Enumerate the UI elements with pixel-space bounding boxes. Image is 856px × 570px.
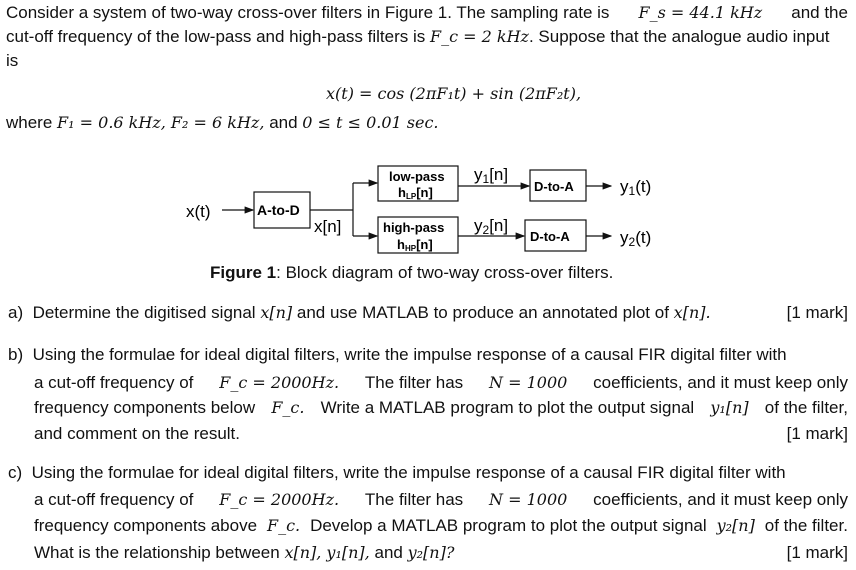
math: N = 1000 [489,490,568,509]
caption-label: Figure 1 [210,263,277,282]
highpass-box [377,216,459,254]
mark-c: [1 mark] [786,543,848,562]
text: . Suppose that the analogue audio input [528,27,830,46]
label-hlp: hLP[n] [398,185,433,201]
question-b-line-3: frequency components below F_c. Write a MA… [34,398,848,418]
math: x[n] [260,303,293,322]
text: coefficients, and it must keep only [593,373,848,392]
text: Using the formulae for ideal digital fil… [31,463,786,482]
label-y1n: y1[n] [474,165,508,186]
text: and use MATLAB to produce an annotated p… [296,303,669,322]
intro-line-3: is [6,51,19,70]
math: y₁[n] [710,398,749,417]
label-dac1: D-to-A [534,179,574,194]
text: and [269,113,298,132]
label-highpass: high-pass [383,220,444,235]
label-input: x(t) [186,202,211,221]
math: F_c = 2000Hz. [219,373,340,392]
label-y2t: y2(t) [620,228,651,249]
math: F₁ = 0.6 kHz, F₂ = 6 kHz, [57,113,265,132]
label: a) [8,303,24,322]
math: 0 ≤ t ≤ 0.01 sec. [302,113,439,132]
label-y2n: y2[n] [474,216,508,237]
text: and [374,543,403,562]
question-b-line-1: b) Using the formulae for ideal digital … [8,345,787,365]
text: The filter has [364,490,464,509]
text: frequency components below [34,398,256,417]
label-dac2: D-to-A [530,229,570,244]
mark-a: [1 mark] [786,303,848,322]
label-adc: A-to-D [257,202,300,218]
adc-box [253,191,311,229]
question-b-line-4: and comment on the result. [34,424,241,443]
intro-line-2: cut-off frequency of the low-pass and hi… [6,27,830,47]
math: F_c. [271,398,305,417]
text: a cut-off frequency of [34,490,194,509]
caption-text: : Block diagram of two-way cross-over fi… [276,263,614,282]
question-b-line-2: a cut-off frequency of F_c = 2000Hz. The f… [34,373,848,393]
text: where [6,113,53,132]
label-hhp: hHP[n] [397,237,433,253]
question-c-line-4: What is the relationship between x[n], y… [34,543,454,563]
lowpass-box [377,165,459,202]
math: y₂[n] [716,516,755,535]
label-xn: x[n] [314,217,341,236]
label: b) [8,345,24,364]
figure-caption: Figure 1: Block diagram of two-way cross… [210,263,613,283]
text: of the filter. [764,516,848,535]
question-c-line-1: c) Using the formulae for ideal digital … [8,463,786,483]
mark-b: [1 mark] [786,424,848,443]
text: of the filter, [764,398,848,417]
text: coefficients, and it must keep only [593,490,848,509]
text: Determine the digitised signal [32,303,256,322]
label-lowpass: low-pass [389,169,445,184]
text: and the [791,3,848,22]
label-y1t: y1(t) [620,177,651,198]
dac1-box [529,169,587,202]
text: Consider a system of two-way cross-over … [6,3,610,22]
text: cut-off frequency of the low-pass and hi… [6,27,426,46]
question-c-line-3: frequency components above F_c. Develop a … [34,516,848,536]
text: What is the relationship between [34,543,280,562]
math: x[n], y₁[n], [284,543,370,562]
math: F_c = 2000Hz. [219,490,340,509]
equation: x(t) = cos (2πF₁t) + sin (2πF₂t), [326,84,582,103]
text: Write a MATLAB program to plot the outpu… [320,398,695,417]
text: Using the formulae for ideal digital fil… [32,345,787,364]
math-fc: F_c = 2 kHz [429,27,529,46]
math-fs: F_s = 44.1 kHz [638,3,763,22]
text: Develop a MATLAB program to plot the out… [310,516,707,535]
label: c) [8,463,23,482]
text: The filter has [364,373,464,392]
math: F_c. [266,516,301,535]
intro-line-1: Consider a system of two-way cross-over … [6,3,848,23]
text: frequency components above [34,516,258,535]
math: y₂[n]? [407,543,455,562]
dac2-box [524,219,587,252]
math: x[n]. [673,303,711,322]
where-line: where F₁ = 0.6 kHz, F₂ = 6 kHz, and 0 ≤ … [6,113,439,133]
question-a: a) Determine the digitised signal x[n] a… [8,303,711,323]
math: N = 1000 [489,373,568,392]
text: a cut-off frequency of [34,373,194,392]
question-c-line-2: a cut-off frequency of F_c = 2000Hz. The f… [34,490,848,510]
